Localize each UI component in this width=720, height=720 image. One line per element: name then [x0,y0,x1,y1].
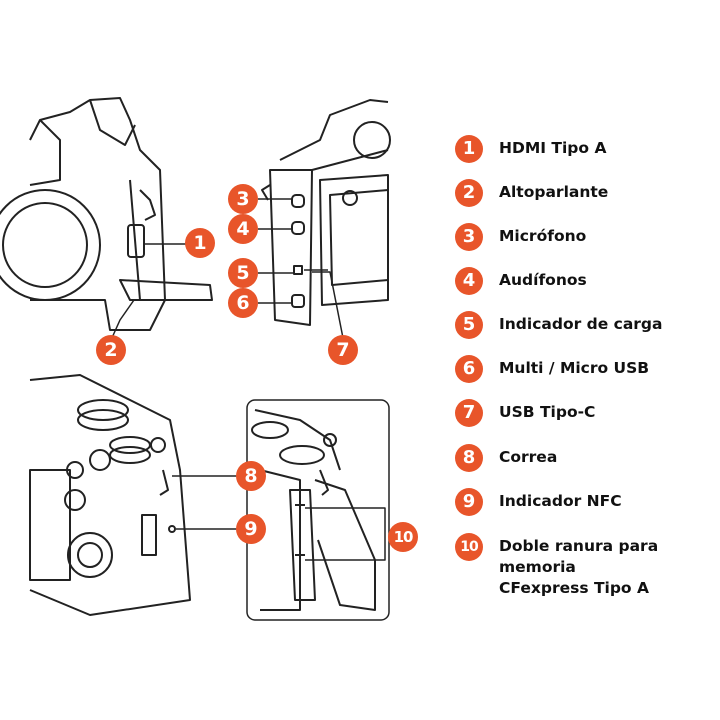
callout-5: 5 [228,258,258,288]
legend-item: 10 Doble ranura para memoria CFexpress Ti… [455,533,669,599]
legend-label: Doble ranura para memoria CFexpress Tipo… [499,537,659,597]
legend-label: Altoparlante [499,183,609,201]
memory-card-slot-inset-illustration [246,399,390,621]
callout-9: 9 [236,514,266,544]
legend-number: 5 [455,311,483,339]
callout-7: 7 [328,335,358,365]
legend-number: 9 [455,488,483,516]
legend-label: USB Tipo-C [499,403,596,421]
camera-side-view-illustration [258,99,391,339]
camera-rear-top-illustration [29,374,238,616]
legend-number: 4 [455,267,483,295]
legend-number: 6 [455,355,483,383]
callout-6: 6 [228,288,258,318]
legend-number: 8 [455,444,483,472]
callout-1: 1 [185,228,215,258]
legend-label: Multi / Micro USB [499,359,650,377]
legend-item: 4 Audífonos [455,267,587,295]
legend-item: 5 Indicador de carga [455,311,663,339]
legend-item: 9 Indicador NFC [455,488,622,516]
legend-item: 6 Multi / Micro USB [455,355,649,383]
legend-item: 3 Micrófono [455,223,586,251]
legend-label: Micrófono [499,227,587,245]
legend-label: Indicador de carga [499,315,663,333]
legend-label: Correa [499,448,558,466]
legend-item: 2 Altoparlante [455,179,608,207]
legend-number: 3 [455,223,483,251]
camera-front-view-illustration [0,97,213,341]
callout-10: 10 [388,522,418,552]
legend-label: HDMI Tipo A [499,139,607,157]
legend-item: 8 Correa [455,444,557,472]
legend-number: 2 [455,179,483,207]
legend-item: 7 USB Tipo-C [455,399,595,427]
legend-number: 1 [455,135,483,163]
callout-3: 3 [228,184,258,214]
callout-8: 8 [236,461,266,491]
legend-label: Audífonos [499,271,587,289]
callout-4: 4 [228,214,258,244]
legend-item: 1 HDMI Tipo A [455,135,606,163]
legend-label: Indicador NFC [499,492,622,510]
callout-2: 2 [96,335,126,365]
legend-number: 10 [455,533,483,561]
legend-number: 7 [455,399,483,427]
